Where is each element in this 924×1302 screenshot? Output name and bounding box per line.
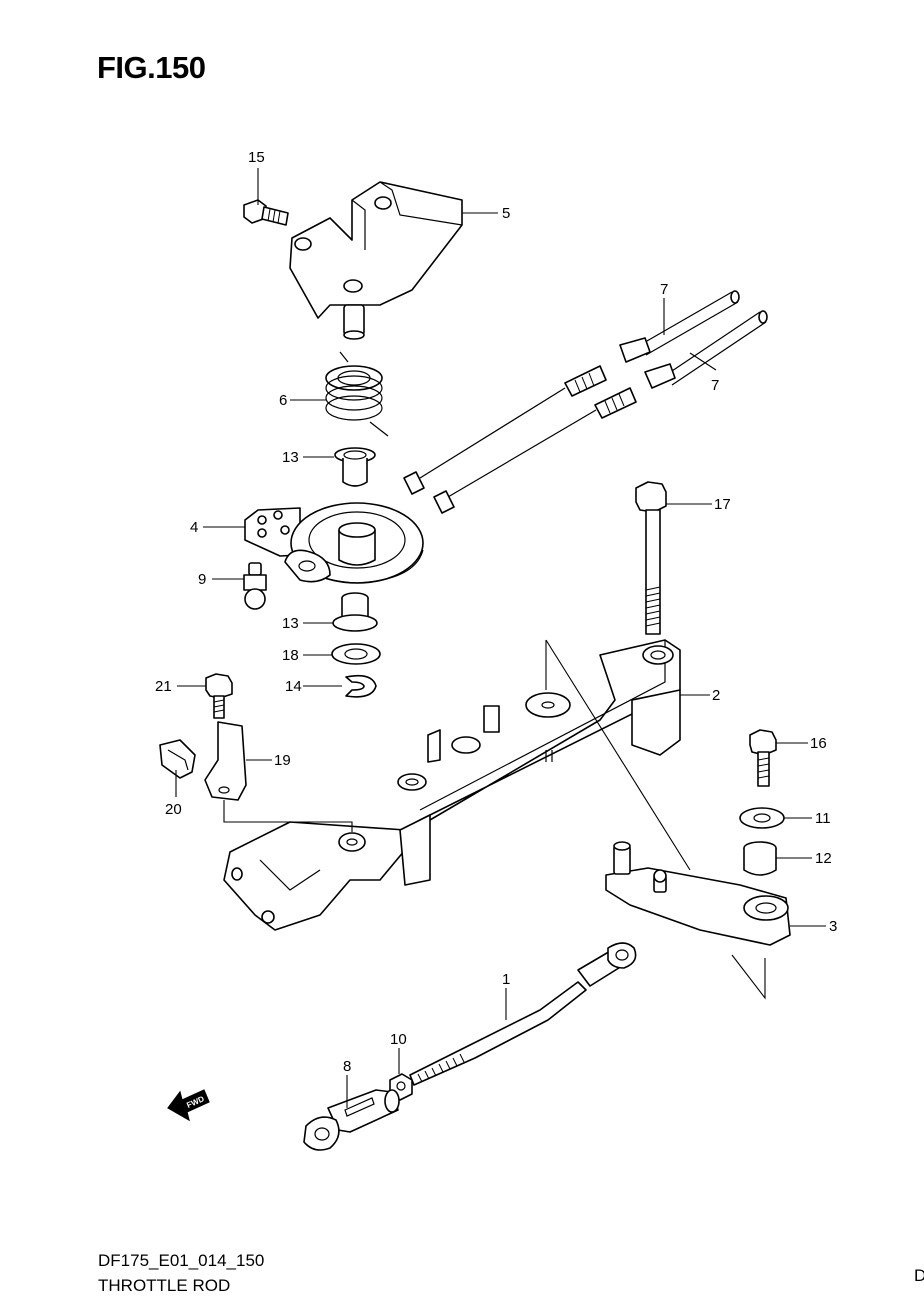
callout-2: 2	[712, 687, 720, 704]
part-18-washer	[331, 643, 381, 665]
part-14-e-clip	[345, 674, 377, 698]
part-15-bolt	[243, 199, 289, 226]
fwd-arrow-icon: FWD	[167, 1089, 210, 1122]
callout-12: 12	[815, 850, 832, 867]
part-1-throttle-rod	[409, 942, 637, 1086]
callout-17: 17	[714, 496, 731, 513]
part-2-lever-arm	[223, 639, 681, 931]
callout-numbers: 15 5 7 7 6 13 4 9 13 18 14 21 19 20 2 17…	[155, 149, 837, 1075]
callout-9: 9	[198, 571, 206, 588]
callout-16: 16	[810, 735, 827, 752]
part-9-ball-joint	[243, 562, 267, 610]
reference-lines	[223, 639, 766, 1000]
callout-13-upper: 13	[282, 449, 299, 466]
part-13-bushing-upper	[334, 447, 376, 487]
callout-7-upper: 7	[660, 281, 668, 298]
footer-diagram-name: THROTTLE ROD	[98, 1276, 231, 1295]
part-4-throttle-drum	[244, 502, 424, 584]
callout-3: 3	[829, 918, 837, 935]
callout-18: 18	[282, 647, 299, 664]
callout-6: 6	[279, 392, 287, 409]
callout-13-lower: 13	[282, 615, 299, 632]
part-13-bushing-lower	[332, 592, 378, 632]
part-7-throttle-cables	[403, 290, 768, 514]
part-6-spring	[325, 351, 389, 437]
callout-15: 15	[248, 149, 265, 166]
callout-10: 10	[390, 1031, 407, 1048]
footer-diagram-code: DF175_E01_014_150	[98, 1251, 265, 1270]
part-20-cable-clip	[159, 739, 196, 779]
part-8-rod-end	[303, 1089, 400, 1151]
callout-11: 11	[815, 810, 831, 827]
callout-19: 19	[274, 752, 291, 769]
callout-4: 4	[190, 519, 198, 536]
edge-mark: D	[914, 1266, 924, 1285]
part-5-bracket	[289, 181, 463, 340]
callout-7-lower: 7	[711, 377, 719, 394]
callout-1: 1	[502, 971, 510, 988]
part-19-clip-plate	[204, 721, 247, 801]
part-12-collar	[743, 841, 777, 876]
callout-5: 5	[502, 205, 510, 222]
callout-leaders	[175, 168, 826, 1108]
callout-21: 21	[155, 678, 172, 695]
part-21-bolt	[205, 673, 233, 719]
callout-8: 8	[343, 1058, 351, 1075]
part-11-washer	[739, 807, 785, 829]
part-3-lever	[605, 841, 791, 946]
callout-20: 20	[165, 801, 182, 818]
part-17-bolt	[635, 481, 667, 635]
part-16-bolt	[749, 729, 777, 787]
figure-title: FIG.150	[97, 50, 206, 85]
callout-14: 14	[285, 678, 302, 695]
